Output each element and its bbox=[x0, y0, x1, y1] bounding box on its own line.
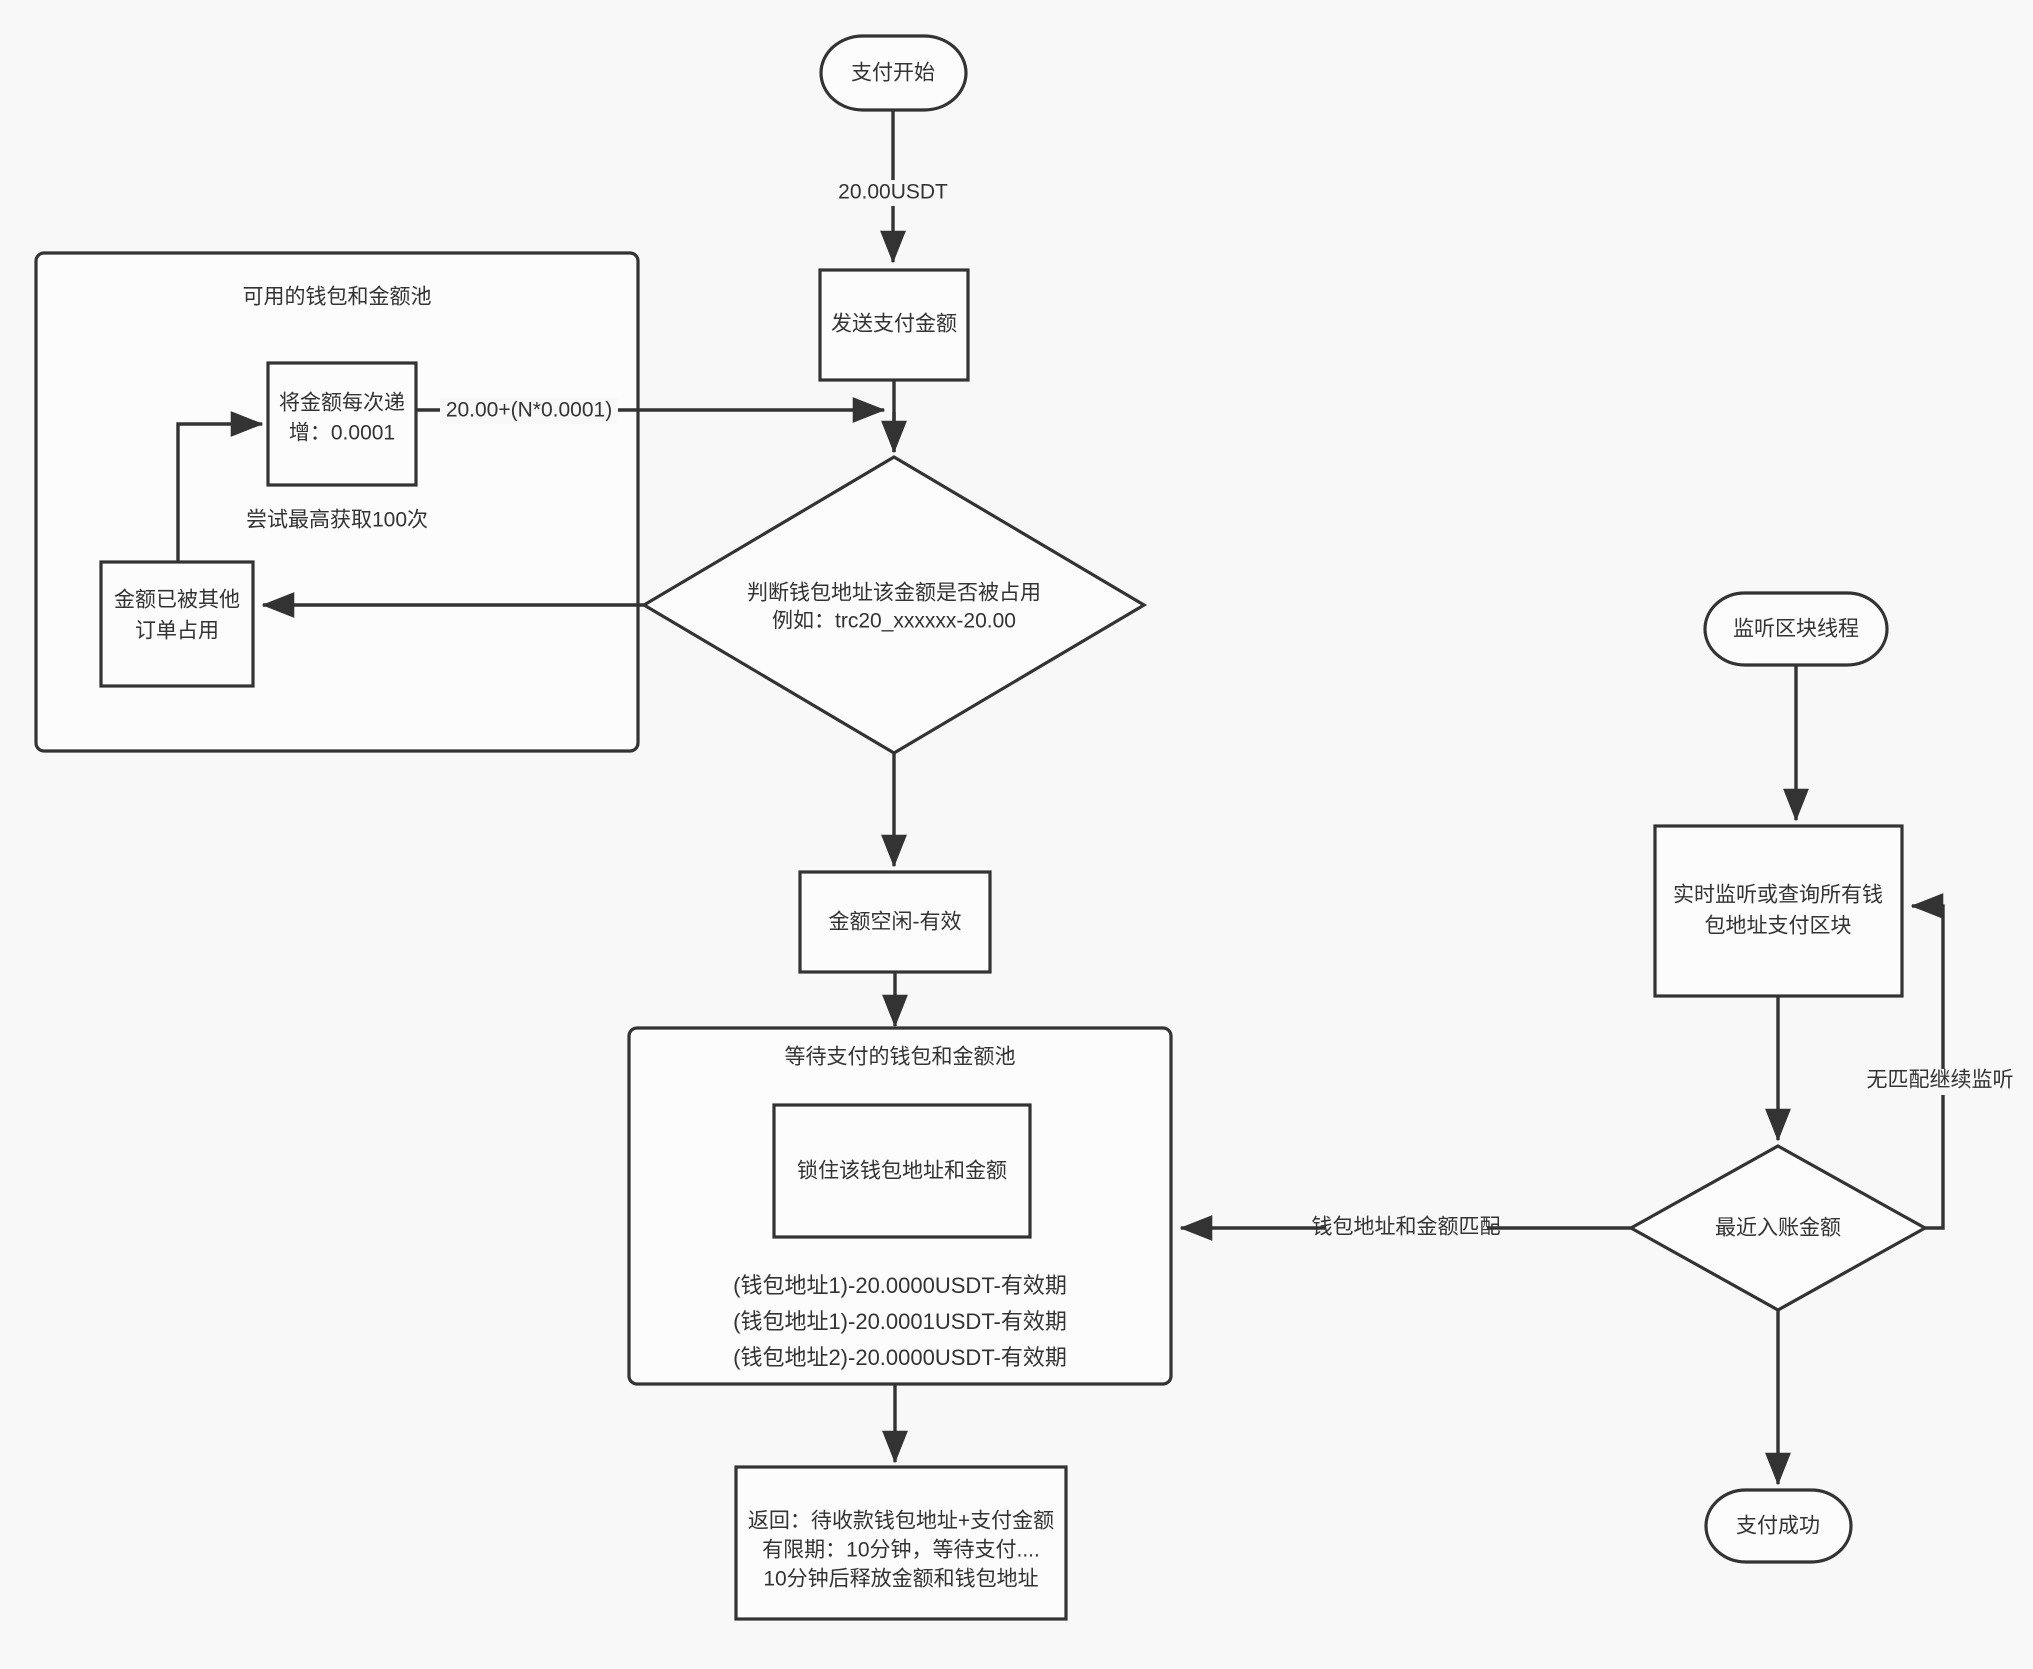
node-monitor-blocks[interactable]: 实时监听或查询所有钱 包地址支付区块 bbox=[1653, 824, 1904, 998]
cluster-waiting-pool: 等待支付的钱包和金额池 锁住该钱包地址和金额 (钱包地址1)-20.0000US… bbox=[627, 1026, 1173, 1386]
node-amount-occupied-line1: 金额已被其他 bbox=[114, 589, 240, 612]
node-decision-occupied[interactable]: 判断钱包地址该金额是否被占用 例如：trc20_xxxxxx-20.00 bbox=[640, 455, 1148, 755]
node-payment-start-label: 支付开始 bbox=[851, 62, 935, 85]
edge-label-increment-to-send: 20.00+(N*0.0001) bbox=[446, 399, 612, 422]
edge-label-recent-to-waiting: 钱包地址和金额匹配 bbox=[1312, 1216, 1501, 1239]
node-payment-success[interactable]: 支付成功 bbox=[1704, 1488, 1853, 1564]
node-lock-wallet-label: 锁住该钱包地址和金额 bbox=[797, 1160, 1007, 1183]
node-decision-occupied-shape[interactable] bbox=[640, 455, 1148, 755]
edge-label-recent-loop-back: 无匹配继续监听 bbox=[1867, 1069, 2014, 1092]
node-listen-thread[interactable]: 监听区块线程 bbox=[1703, 591, 1889, 667]
node-payment-success-label: 支付成功 bbox=[1736, 1515, 1820, 1538]
node-send-amount-box[interactable] bbox=[818, 268, 970, 382]
cluster-available-pool-note: 尝试最高获取100次 bbox=[246, 509, 428, 532]
node-return-info-box[interactable] bbox=[734, 1465, 1068, 1621]
node-send-amount[interactable]: 发送支付金额 bbox=[818, 268, 970, 382]
node-increment-amount-line1: 将金额每次递 bbox=[279, 392, 405, 415]
node-amount-free-box[interactable] bbox=[798, 870, 992, 974]
node-monitor-blocks-line1: 实时监听或查询所有钱 bbox=[1673, 884, 1883, 907]
node-decision-recent-amount[interactable]: 最近入账金额 bbox=[1627, 1144, 1929, 1312]
node-decision-recent-amount-label: 最近入账金额 bbox=[1715, 1217, 1841, 1240]
node-return-info[interactable]: 返回：待收款钱包地址+支付金额 有限期：10分钟，等待支付.... 10分钟后释… bbox=[734, 1465, 1068, 1621]
edge-label-no-match-bg bbox=[1859, 1069, 2021, 1095]
node-amount-free[interactable]: 金额空闲-有效 bbox=[798, 870, 992, 974]
node-increment-amount-box[interactable] bbox=[266, 361, 418, 487]
edge-recent-loop-back bbox=[1910, 893, 1945, 1230]
node-increment-amount[interactable]: 将金额每次递 增：0.0001 bbox=[266, 361, 418, 487]
node-lock-wallet-box[interactable] bbox=[772, 1103, 1032, 1239]
node-payment-start[interactable]: 支付开始 bbox=[819, 34, 968, 112]
node-monitor-blocks-box[interactable] bbox=[1653, 824, 1904, 998]
node-increment-amount-line2: 增：0.0001 bbox=[289, 422, 395, 445]
node-payment-success-box[interactable] bbox=[1704, 1488, 1853, 1564]
cluster-available-pool-title: 可用的钱包和金额池 bbox=[243, 286, 432, 309]
node-decision-occupied-line1: 判断钱包地址该金额是否被占用 bbox=[747, 582, 1041, 605]
edge-label-start-to-send-bg bbox=[840, 180, 946, 206]
node-listen-thread-label: 监听区块线程 bbox=[1733, 618, 1859, 641]
node-amount-free-label: 金额空闲-有效 bbox=[829, 911, 962, 934]
node-monitor-blocks-line2: 包地址支付区块 bbox=[1705, 915, 1852, 938]
cluster-waiting-pool-title: 等待支付的钱包和金额池 bbox=[785, 1046, 1016, 1069]
waiting-pool-entry-1: (钱包地址1)-20.0000USDT-有效期 bbox=[733, 1273, 1067, 1298]
node-amount-occupied[interactable]: 金额已被其他 订单占用 bbox=[99, 560, 255, 688]
edge-label-increment-bg bbox=[440, 398, 618, 424]
node-amount-occupied-line2: 订单占用 bbox=[135, 620, 219, 643]
node-amount-occupied-box[interactable] bbox=[99, 560, 255, 688]
edge-occupied-to-increment bbox=[176, 411, 264, 562]
edge-label-matched-bg bbox=[1325, 1216, 1487, 1242]
waiting-pool-entry-2: (钱包地址1)-20.0001USDT-有效期 bbox=[733, 1309, 1067, 1334]
waiting-pool-entry-3: (钱包地址2)-20.0000USDT-有效期 bbox=[733, 1345, 1067, 1370]
node-lock-wallet[interactable]: 锁住该钱包地址和金额 bbox=[772, 1103, 1032, 1239]
edge-label-start-to-send: 20.00USDT bbox=[838, 181, 948, 204]
node-return-info-line3: 10分钟后释放金额和钱包地址 bbox=[763, 1568, 1038, 1591]
node-return-info-line1: 返回：待收款钱包地址+支付金额 bbox=[748, 1510, 1054, 1533]
node-decision-occupied-line2: 例如：trc20_xxxxxx-20.00 bbox=[772, 610, 1016, 633]
node-send-amount-label: 发送支付金额 bbox=[831, 313, 957, 336]
node-return-info-line2: 有限期：10分钟，等待支付.... bbox=[762, 1539, 1040, 1562]
